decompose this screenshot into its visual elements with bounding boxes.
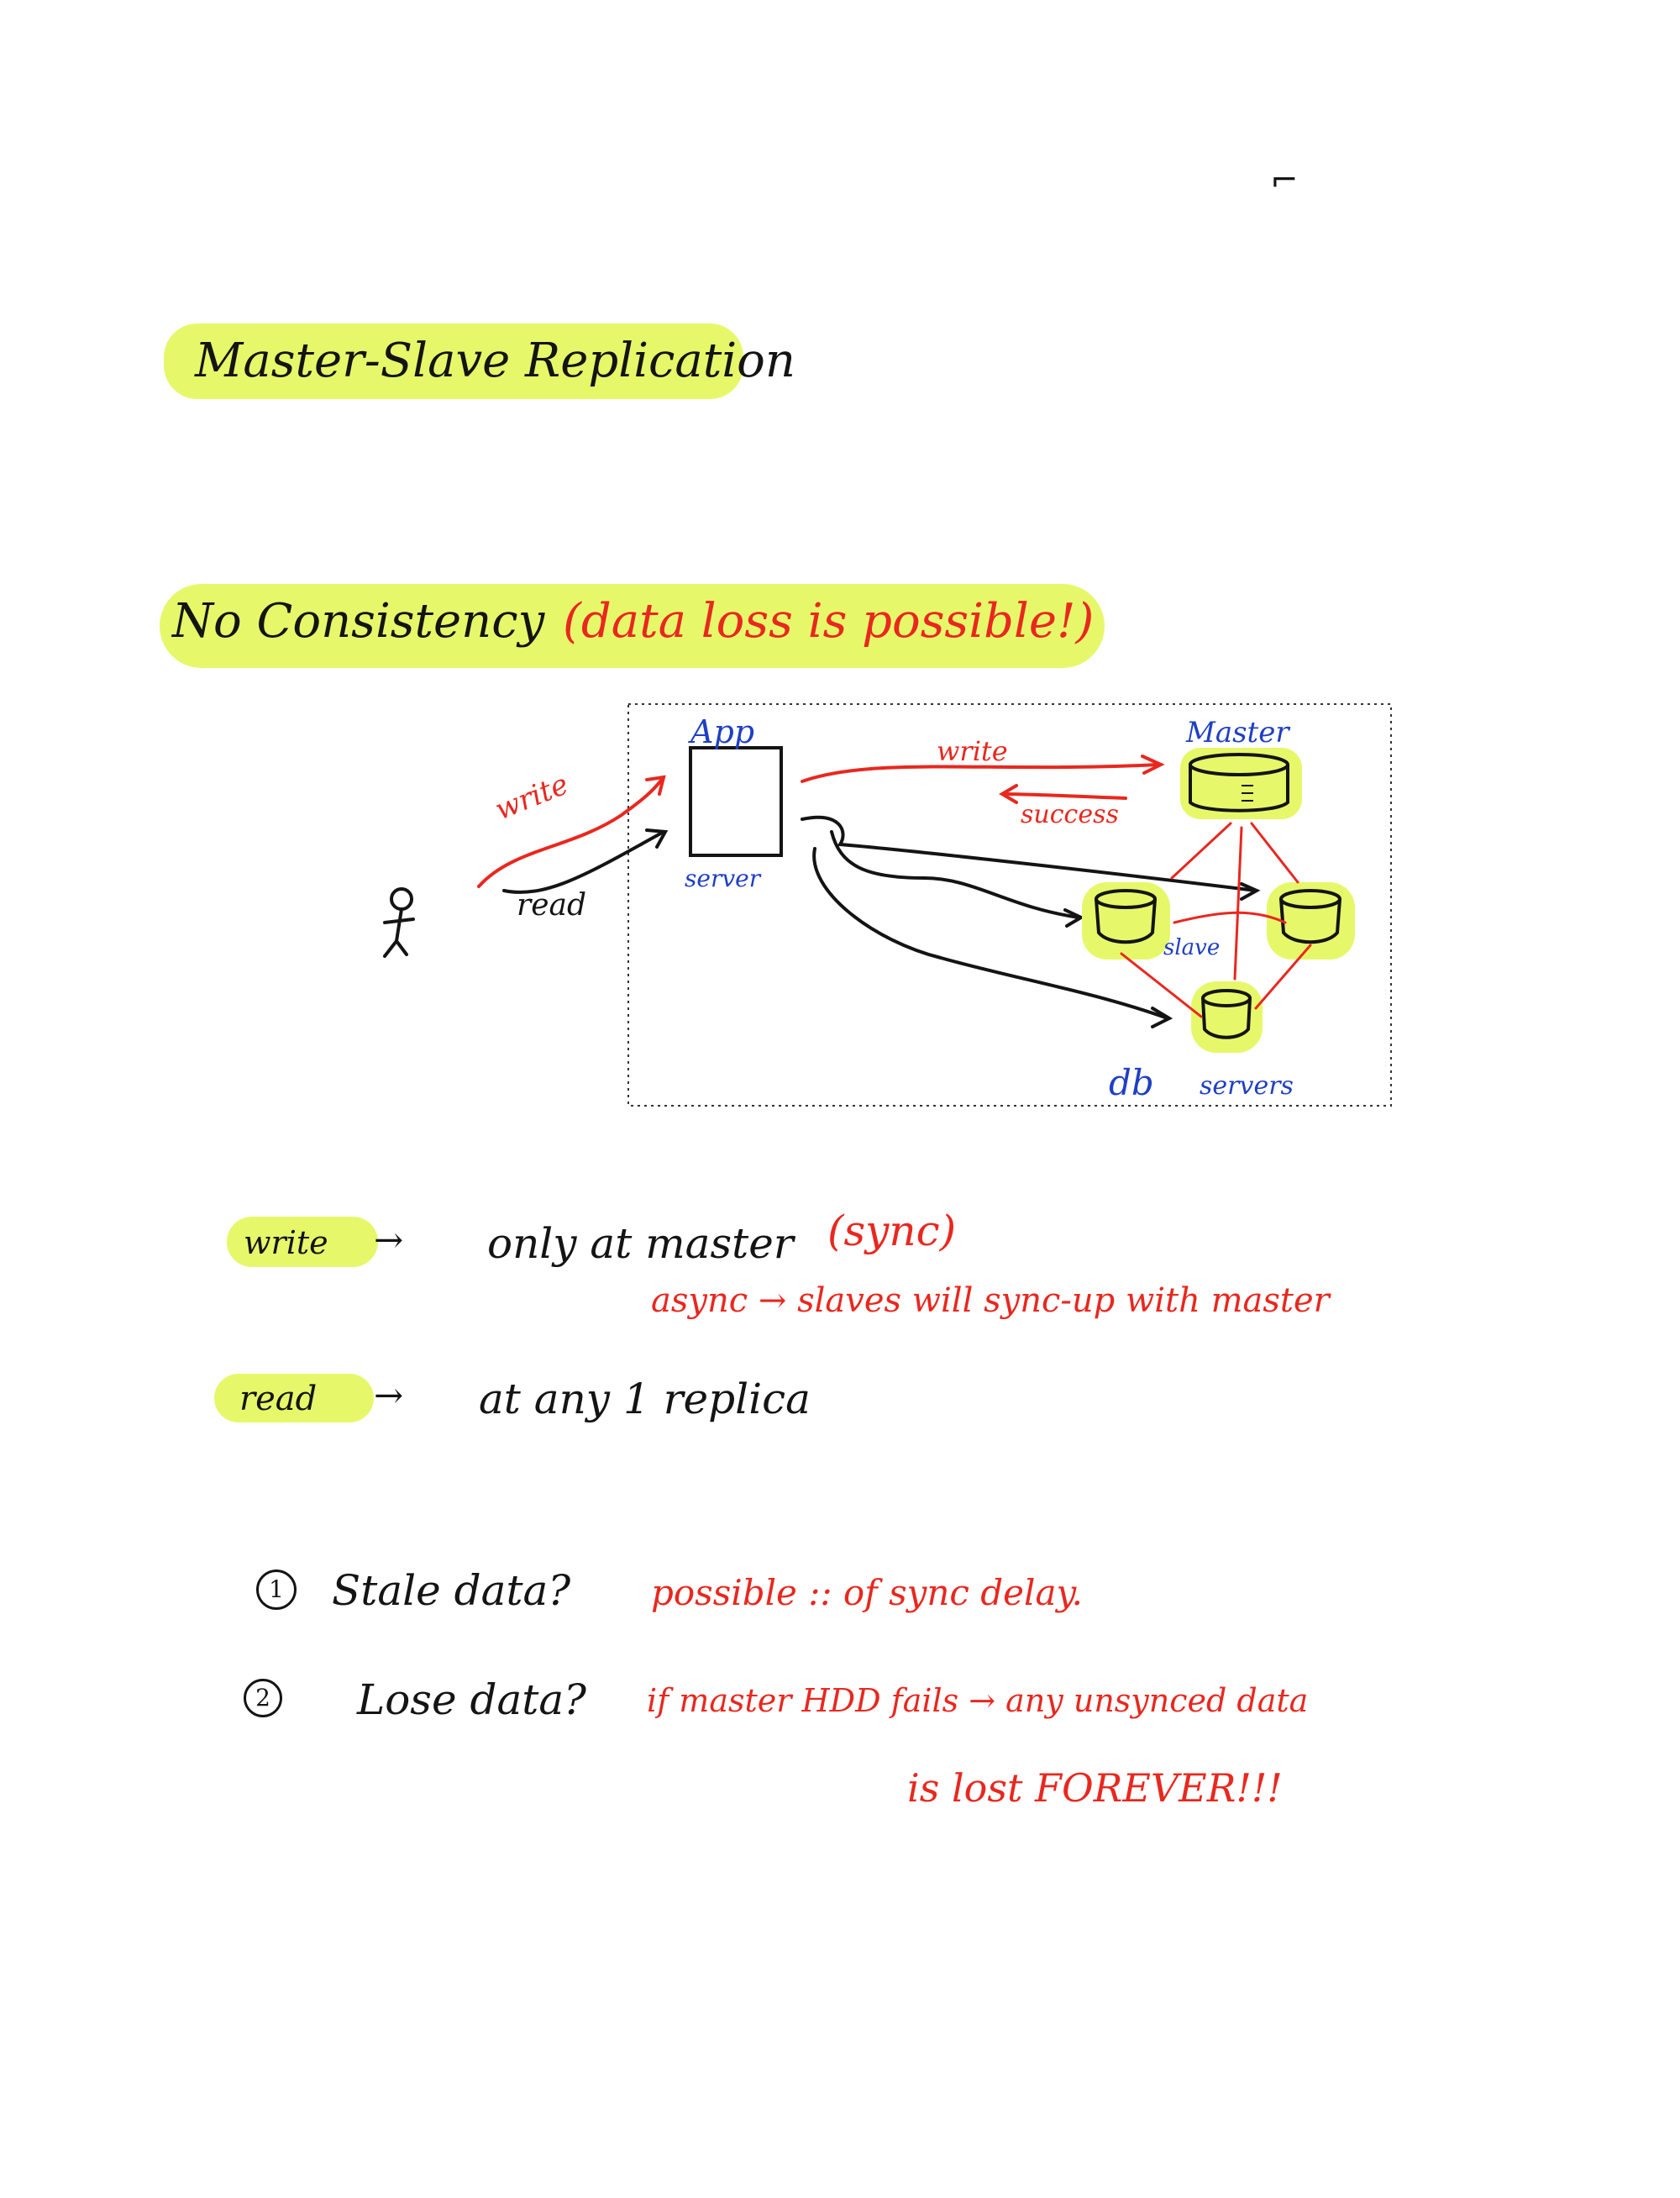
replication-lines [1120,822,1312,1018]
stray-mark: ⌐ [1270,161,1299,200]
question-2-answer-line-2: is lost FOREVER!!! [907,1765,1283,1811]
slave-2-highlight [1267,882,1355,960]
diagram-frame [627,703,1392,1107]
write-value: only at master [487,1219,794,1268]
slave-db-icon-3 [1201,989,1252,1039]
question-2-number: 2 [244,1679,282,1717]
write-key-highlight [227,1217,378,1267]
subtitle-highlight [160,584,1105,668]
question-2-number-text: 2 [255,1684,270,1712]
question-2-text: Lose data? [357,1675,586,1724]
slave-1-highlight [1082,882,1170,960]
app-write-arrow [801,763,1161,783]
write-sync: (sync) [827,1207,957,1255]
read-value: at any 1 replica [479,1375,811,1423]
db-label: db [1109,1062,1154,1103]
client-read-label: read [517,888,587,923]
question-2-answer: if master HDD fails → any unsynced data [647,1682,1309,1719]
client-read-arrow [502,830,665,894]
question-1-text: Stale data? [332,1566,571,1615]
slave-db-icon-1 [1095,889,1157,944]
question-1-number: 1 [256,1570,297,1610]
read-route-3 [812,847,1169,1020]
servers-label: servers [1200,1071,1294,1101]
success-arrow [1002,792,1127,800]
slave-db-icon-2 [1279,889,1341,944]
read-key: read [239,1380,318,1418]
consistency-heading: No Consistency [172,594,545,649]
master-label: Master [1186,716,1289,749]
client-write-arrow [477,776,665,888]
title-highlight [164,323,743,399]
question-1-answer: possible :: of sync delay. [651,1572,1083,1613]
app-label: App [690,713,755,750]
write-key: write [244,1224,328,1261]
read-route-1 [801,815,1257,892]
page-title: Master-Slave Replication [195,334,795,388]
read-arrow-glyph: → [374,1375,404,1416]
read-key-highlight [214,1374,374,1422]
master-db-icon [1189,753,1289,812]
slave-label: slave [1163,935,1221,960]
success-label: success [1021,800,1119,829]
app-write-label: write [937,735,1008,767]
question-1-number-text: 1 [269,1575,284,1603]
app-server-box [689,746,783,857]
master-highlight [1180,748,1302,819]
server-label: server [685,865,761,892]
read-route-2 [830,830,1081,919]
user-stick-figure [383,887,415,958]
write-arrow-glyph: → [374,1219,404,1260]
data-loss-note: (data loss is possible!) [563,594,1095,649]
async-note: async → slaves will sync-up with master [651,1281,1330,1320]
